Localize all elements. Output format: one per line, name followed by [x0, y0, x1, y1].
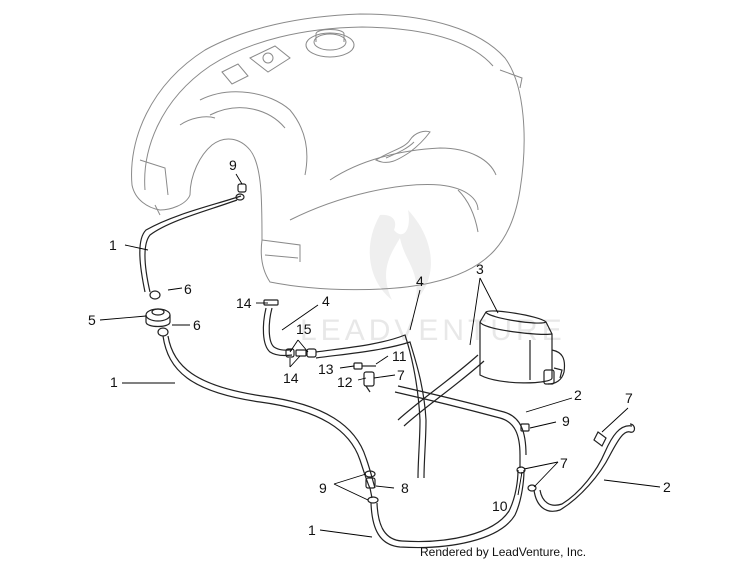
- clamp-9-right: [520, 423, 530, 432]
- callout-1: 1: [308, 522, 316, 538]
- callout-6: 6: [184, 281, 192, 297]
- callout-14: 14: [283, 370, 299, 386]
- callout-4: 4: [322, 293, 330, 309]
- hose-1-middle: [162, 335, 376, 489]
- fittings-11-12-13: [353, 362, 376, 393]
- hose-1-upper: [139, 193, 245, 293]
- callout-labels: 9 1 6 5 6 1 14 4 15 14 4 3 11 13 12 7 2 …: [88, 157, 671, 538]
- callout-15: 15: [296, 321, 312, 337]
- callout-2: 2: [574, 387, 582, 403]
- callout-5: 5: [88, 312, 96, 328]
- callout-6: 6: [193, 317, 201, 333]
- callout-7: 7: [560, 455, 568, 471]
- callout-1: 1: [110, 374, 118, 390]
- watermark: LEADVENTURE: [300, 210, 566, 347]
- callout-13: 13: [318, 361, 334, 377]
- callout-2: 2: [663, 479, 671, 495]
- clamp-9-upper: [237, 183, 247, 193]
- callout-9: 9: [562, 413, 570, 429]
- hose-4: [262, 307, 485, 479]
- fitting-10-7: [516, 423, 636, 512]
- valve-5: [145, 290, 171, 337]
- hose-2: [394, 385, 527, 456]
- hose-1-lower: [370, 469, 525, 549]
- callout-9: 9: [319, 480, 327, 496]
- callout-8: 8: [401, 480, 409, 496]
- watermark-text: LEADVENTURE: [300, 314, 566, 347]
- callout-3: 3: [476, 261, 484, 277]
- callout-14: 14: [236, 295, 252, 311]
- fittings-14-15: [263, 299, 317, 358]
- callout-4: 4: [416, 273, 424, 289]
- callout-10: 10: [492, 498, 508, 514]
- leader-lines: [99, 173, 661, 538]
- callout-9: 9: [229, 157, 237, 173]
- callout-11: 11: [392, 348, 407, 364]
- callout-1: 1: [109, 237, 117, 253]
- fuel-tank: [131, 13, 525, 291]
- callout-12: 12: [337, 374, 353, 390]
- callout-7: 7: [625, 390, 633, 406]
- canister-3: [479, 310, 566, 385]
- callout-7: 7: [397, 367, 405, 383]
- render-credit: Rendered by LeadVenture, Inc.: [420, 545, 586, 559]
